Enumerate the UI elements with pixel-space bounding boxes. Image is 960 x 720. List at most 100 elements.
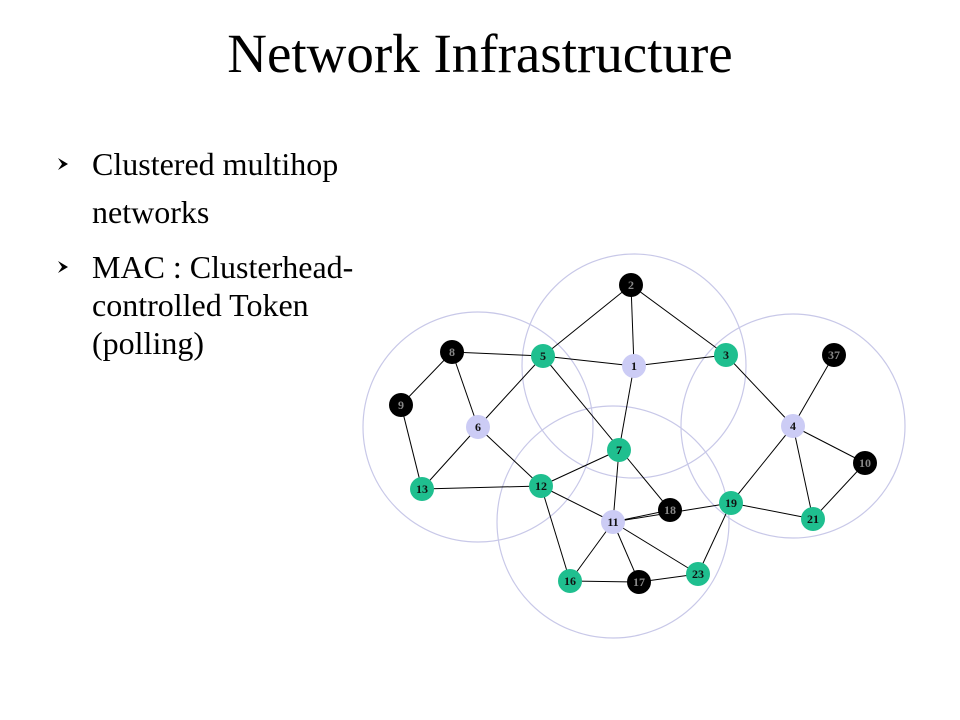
network-link (618, 365, 635, 451)
node-label: 9 (398, 398, 404, 412)
network-link (540, 449, 620, 487)
arrowhead-bullet-icon (58, 158, 68, 170)
network-link (451, 351, 479, 428)
network-link (569, 521, 614, 582)
network-node-ordinary: 37 (822, 343, 846, 367)
node-circle (781, 414, 805, 438)
node-label: 2 (628, 278, 634, 292)
bullet-item: Clustered multihop networks (56, 140, 406, 236)
node-label: 19 (725, 496, 737, 510)
network-link (542, 355, 671, 511)
network-link (400, 404, 423, 490)
cluster-range-ring (521, 253, 747, 479)
cluster-range-ring (680, 313, 906, 539)
network-link (477, 426, 542, 487)
network-node-gateway: 19 (719, 491, 743, 515)
network-link (612, 449, 620, 523)
network-node-ordinary: 2 (619, 273, 643, 297)
node-circle (558, 569, 582, 593)
node-circle (658, 498, 682, 522)
node-circle (719, 491, 743, 515)
node-circle (531, 344, 555, 368)
node-label: 8 (449, 345, 455, 359)
node-circle (466, 415, 490, 439)
network-node-gateway: 5 (531, 344, 555, 368)
network-node-ordinary: 18 (658, 498, 682, 522)
node-label: 7 (616, 443, 622, 457)
network-link (630, 284, 635, 367)
network-link (792, 354, 835, 427)
network-link (540, 485, 614, 523)
node-label: 37 (828, 348, 840, 362)
node-label: 12 (535, 479, 547, 493)
node-circle (619, 273, 643, 297)
bullet-list: Clustered multihop networks MAC : Cluste… (56, 140, 406, 374)
node-circle (607, 438, 631, 462)
node-label: 11 (607, 515, 618, 529)
node-label: 18 (664, 503, 676, 517)
network-node-ordinary: 8 (440, 340, 464, 364)
network-link (697, 502, 732, 575)
node-circle (389, 393, 413, 417)
network-node-gateway: 21 (801, 507, 825, 531)
node-circle (410, 477, 434, 501)
node-label: 13 (416, 482, 428, 496)
node-label: 10 (859, 456, 871, 470)
network-link (477, 355, 544, 428)
arrowhead-bullet-icon (58, 261, 68, 273)
node-circle (440, 340, 464, 364)
node-label: 6 (475, 420, 481, 434)
network-link (730, 502, 814, 520)
network-node-gateway: 13 (410, 477, 434, 501)
slide-title: Network Infrastructure (227, 23, 733, 84)
cluster-range-ring (496, 405, 730, 639)
network-node-gateway: 3 (714, 343, 738, 367)
network-node-ordinary: 9 (389, 393, 413, 417)
bullet-text: MAC : Clusterhead-controlled Token (poll… (92, 249, 354, 361)
network-link (612, 521, 699, 575)
network-link (451, 351, 544, 357)
network-node-clusterhead: 11 (601, 510, 625, 534)
network-node-clusterhead: 6 (466, 415, 490, 439)
node-label: 21 (807, 512, 819, 526)
node-circle (853, 451, 877, 475)
network-link (540, 485, 571, 582)
network-link (542, 355, 635, 367)
network-link (792, 425, 866, 464)
node-circle (601, 510, 625, 534)
node-label: 17 (633, 575, 645, 589)
node-circle (686, 562, 710, 586)
network-link (812, 462, 866, 520)
network-node-clusterhead: 4 (781, 414, 805, 438)
network-node-gateway: 23 (686, 562, 710, 586)
network-node-gateway: 16 (558, 569, 582, 593)
network-link (542, 284, 632, 357)
network-node-ordinary: 10 (853, 451, 877, 475)
network-link (792, 425, 814, 520)
node-circle (627, 570, 651, 594)
node-circle (622, 354, 646, 378)
bullet-text: Clustered multihop networks (92, 146, 339, 230)
node-circle (822, 343, 846, 367)
network-node-gateway: 7 (607, 438, 631, 462)
cluster-range-ring (362, 311, 594, 543)
node-label: 3 (723, 348, 729, 362)
network-link (633, 354, 727, 367)
network-node-clusterhead: 1 (622, 354, 646, 378)
network-link (730, 425, 794, 504)
network-link (421, 485, 542, 490)
network-link (630, 284, 727, 356)
node-circle (529, 474, 553, 498)
network-link (421, 426, 479, 490)
network-link (725, 354, 794, 427)
network-node-ordinary: 17 (627, 570, 651, 594)
network-link (400, 351, 453, 406)
node-label: 4 (790, 419, 796, 433)
bullet-item: MAC : Clusterhead-controlled Token (poll… (56, 248, 406, 362)
node-label: 5 (540, 349, 546, 363)
node-circle (714, 343, 738, 367)
cluster-ranges (362, 253, 906, 639)
network-node-gateway: 12 (529, 474, 553, 498)
